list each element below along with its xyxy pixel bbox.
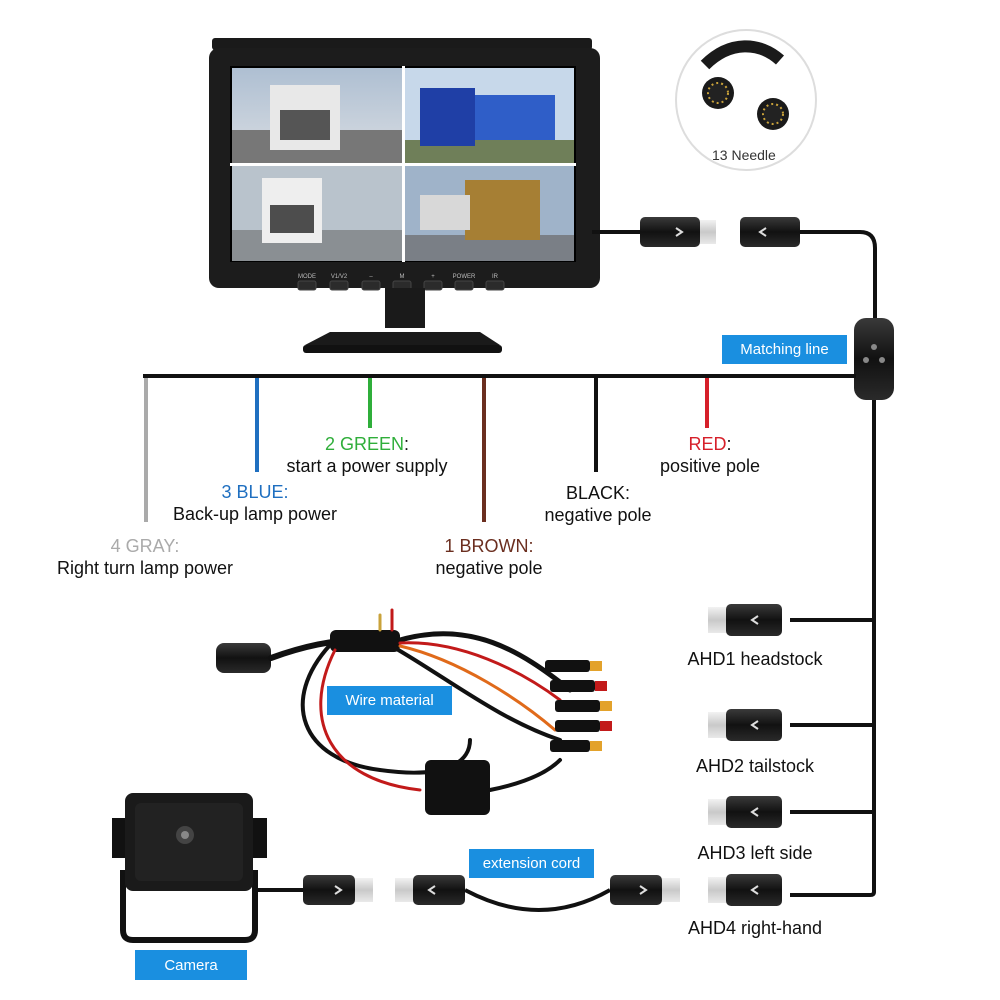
ahd4-label: AHD4 right-hand xyxy=(687,918,823,938)
wire-desc: Right turn lamp power xyxy=(56,558,234,578)
wire-desc: negative pole xyxy=(435,558,543,578)
screen-view-4 xyxy=(405,166,574,261)
monitor-cable xyxy=(592,230,877,897)
wire-label-black: BLACK: negative pole xyxy=(544,483,652,525)
monitor-button-label: V1/V2 xyxy=(331,274,348,280)
wire-color-name: 1 BROWN xyxy=(444,536,529,556)
monitor: MODE V1/V2 – M + POWER IR xyxy=(209,38,600,353)
wire-color-name: 4 GRAY xyxy=(110,536,175,556)
monitor-button-label: – xyxy=(369,274,373,280)
monitor-button-label: MODE xyxy=(298,274,316,280)
wire-color-name: 3 BLUE xyxy=(221,482,284,502)
monitor-button-7: IR xyxy=(485,274,505,291)
wire-drops xyxy=(144,378,709,522)
screen-view-2 xyxy=(405,68,574,163)
wire-label-brown: 1 BROWN: negative pole xyxy=(435,536,543,578)
monitor-stand-neck xyxy=(385,288,425,328)
monitor-button-label: POWER xyxy=(453,274,476,280)
camera xyxy=(112,793,267,943)
screen-view-1 xyxy=(232,68,402,163)
monitor-button-1: MODE xyxy=(297,274,317,291)
wire-desc: positive pole xyxy=(659,456,761,476)
needle-connector-closeup xyxy=(675,29,817,171)
monitor-button-label: + xyxy=(431,274,435,280)
extension-cord-tag: extension cord xyxy=(469,849,594,878)
wire-label-blue: 3 BLUE: Back-up lamp power xyxy=(172,482,338,524)
screen-view-3 xyxy=(232,166,402,261)
wire-material-tag: Wire material xyxy=(327,686,452,715)
wire-desc: start a power supply xyxy=(286,456,448,476)
harness-rca-plugs xyxy=(545,660,612,752)
ahd1-label: AHD1 headstock xyxy=(687,649,823,669)
ahd2-connector xyxy=(708,709,782,741)
harness-junction-box xyxy=(425,760,490,815)
13-pin-plug-female xyxy=(740,217,800,247)
wire-label-green: 2 GREEN: start a power supply xyxy=(286,434,448,476)
wire-color-name: RED xyxy=(688,434,727,454)
ahd3-connector xyxy=(708,796,782,828)
wire-desc: Back-up lamp power xyxy=(172,504,338,524)
wire-color-name: 2 GREEN xyxy=(324,434,404,454)
ahd-connectors xyxy=(708,604,782,906)
ahd2-label: AHD2 tailstock xyxy=(695,756,815,776)
monitor-stand-base xyxy=(305,332,500,345)
wire-desc: negative pole xyxy=(544,505,652,525)
matching-line-tag: Matching line xyxy=(722,335,847,364)
monitor-button-6: POWER xyxy=(453,274,476,291)
ahd3-label: AHD3 left side xyxy=(697,843,813,863)
monitor-button-2: V1/V2 xyxy=(329,274,349,291)
monitor-button-3: – xyxy=(361,274,381,291)
matching-line-splitter xyxy=(854,318,894,400)
monitor-button-label: M xyxy=(400,274,405,280)
monitor-button-label: IR xyxy=(492,274,499,280)
extension-cord xyxy=(253,875,680,912)
needle-label: 13 Needle xyxy=(712,147,776,163)
monitor-button-5: + xyxy=(423,274,443,291)
ahd1-connector xyxy=(708,604,782,636)
monitor-sunshade xyxy=(212,38,592,50)
wire-harness xyxy=(216,608,573,815)
camera-tag: Camera xyxy=(135,950,247,980)
13-pin-plug-male xyxy=(640,217,716,247)
ahd4-connector xyxy=(708,874,782,906)
wire-label-gray: 4 GRAY: Right turn lamp power xyxy=(56,536,234,578)
wire-label-red: RED: positive pole xyxy=(659,434,761,476)
monitor-button-row: MODE V1/V2 – M + POWER IR xyxy=(297,274,505,291)
wire-color-name: BLACK xyxy=(565,483,625,503)
